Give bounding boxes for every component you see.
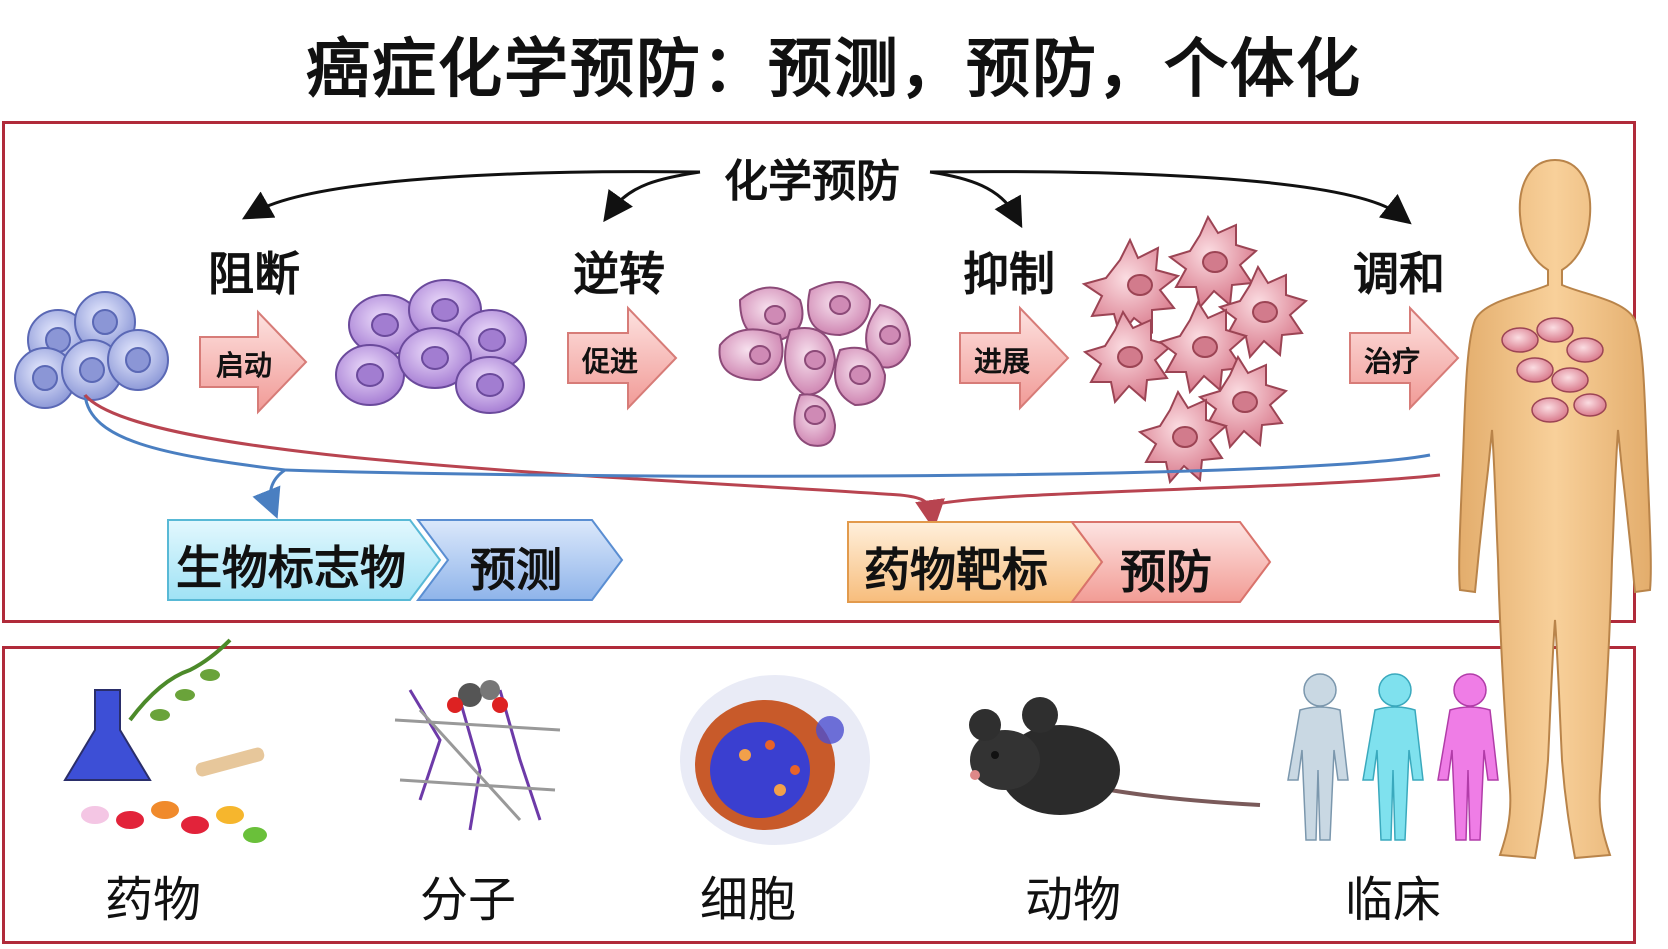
stage-arrow-initiation (199, 309, 308, 415)
action-suppress-label: 抑制 (963, 247, 1055, 301)
stage-arrow-treatment (1349, 305, 1460, 411)
chevron-predict (416, 519, 624, 601)
chevron-prevent (1070, 521, 1272, 603)
bottom-label-clinical: 临床 (1345, 872, 1442, 928)
stage-promotion-label: 促进 (582, 345, 639, 378)
chemoprevention-bracket (241, 170, 1412, 229)
promoted-cells (718, 281, 912, 447)
bottom-label-molecule: 分子 (420, 872, 517, 928)
initiated-cells (335, 279, 527, 414)
human-body-figure (1458, 158, 1652, 860)
clinical-figures-icon (1287, 673, 1499, 841)
biomarker-connector (83, 394, 1441, 530)
drug-target-label: 药物靶标 (864, 543, 1048, 597)
stage-arrow-promotion (567, 305, 678, 411)
bottom-label-animal: 动物 (1025, 872, 1122, 928)
action-modulate-label: 调和 (1353, 247, 1445, 301)
drug-icon (63, 638, 267, 843)
stage-arrow-progression (959, 305, 1070, 411)
progressed-cells (1081, 214, 1309, 485)
page-title: 癌症化学预防：预测，预防，个体化 (306, 33, 1362, 107)
action-block-label: 阻断 (208, 247, 300, 301)
bottom-label-cell: 细胞 (700, 872, 797, 928)
prevent-label: 预防 (1120, 545, 1212, 599)
bottom-panel (2, 646, 1636, 944)
bottom-label-drug: 药物 (105, 872, 202, 928)
stage-treatment-label: 治疗 (1364, 345, 1421, 378)
biomarker-label: 生物标志物 (176, 541, 406, 595)
normal-cells (14, 291, 169, 409)
cell-icon (680, 675, 870, 845)
chevron-biomarker (167, 519, 442, 601)
action-reverse-label: 逆转 (573, 247, 665, 301)
molecule-icon (394, 680, 561, 831)
stage-progression-label: 进展 (974, 345, 1031, 378)
stage-initiation-label: 启动 (216, 349, 273, 382)
mouse-icon (969, 697, 1261, 815)
chemoprevention-label: 化学预防 (718, 145, 906, 209)
predict-label: 预测 (470, 543, 562, 597)
